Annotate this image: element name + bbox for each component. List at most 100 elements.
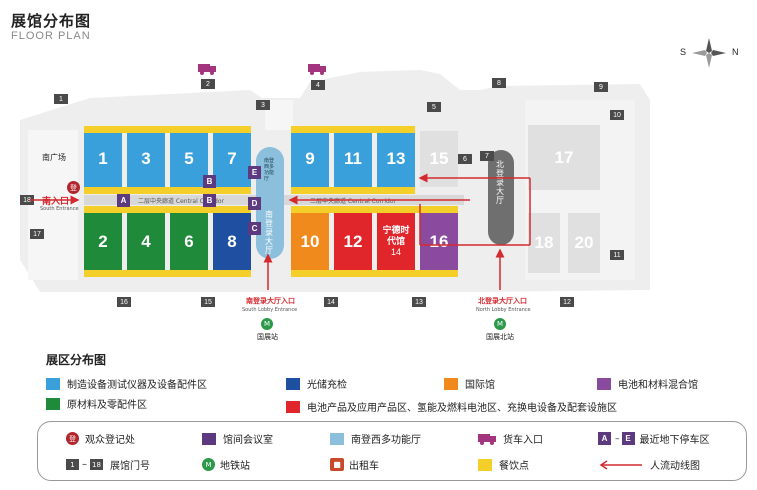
hall-14-name: 宁德时代馆 (382, 225, 410, 246)
hall-18[interactable]: 18 (528, 213, 560, 273)
food-bar-low-east (291, 206, 458, 213)
legend-item-orange: 国际馆 (444, 376, 495, 391)
food-bar-bottom-west (84, 270, 251, 277)
north-lobby-label: 北登录大厅 (496, 160, 504, 205)
gate-12: 12 (560, 297, 574, 307)
legend-item-darkblue: 光储充检 (286, 376, 347, 391)
compass-south: S (680, 47, 687, 57)
gate-10: 10 (610, 110, 624, 120)
food-bar-top-east (291, 126, 415, 133)
compass-rose-icon (692, 38, 726, 68)
parking-e-icon: E (621, 432, 635, 445)
multi-hall-label: 南登西多功能厅 (264, 158, 275, 182)
hall-14[interactable]: 宁德时代馆 14 (377, 213, 415, 270)
hall-16[interactable]: 16 (420, 213, 458, 270)
symbol-legend (37, 421, 747, 481)
key-flow: 人流动线图 (598, 457, 700, 472)
north-lobby-entrance-label[interactable]: 北登录大厅入口 (478, 297, 527, 305)
flow-arrow-icon (599, 459, 642, 470)
legend-item-blue: 制造设备测试仪器及设备配件区 (46, 376, 207, 391)
food-bar-top-west (84, 126, 251, 133)
taxi-icon: ■ (330, 458, 344, 471)
food-bar-low-west (84, 206, 251, 213)
key-register: 登 观众登记处 (66, 431, 135, 446)
gate-18: 18 (20, 195, 34, 205)
key-multi-hall: 南登西多功能厅 (330, 431, 421, 446)
hall-8[interactable]: 8 (213, 213, 251, 270)
gate-icon-start: 1 (66, 459, 79, 470)
gate-3: 3 (256, 100, 270, 110)
hall-10[interactable]: 10 (291, 213, 329, 270)
key-meeting: 馆间会议室 (202, 431, 273, 446)
hall-2[interactable]: 2 (84, 213, 122, 270)
register-icon: 登 (66, 432, 79, 445)
compass: S N (680, 38, 740, 68)
south-square-label: 南广场 (42, 153, 66, 162)
multi-hall-icon (330, 432, 344, 445)
key-gate: 1 – 18 展馆门号 (66, 457, 150, 472)
south-entrance-en: South Entrance (40, 206, 79, 212)
gate-8: 8 (492, 78, 506, 88)
parking-d[interactable]: D (248, 197, 261, 210)
hall-4[interactable]: 4 (127, 213, 165, 270)
corridor-label-east: 二层中央廊道 Central Corridor (310, 198, 396, 205)
metro-south-label: 国展站 (257, 333, 278, 341)
metro-icon-north: M (494, 318, 506, 330)
gate-11: 11 (610, 250, 624, 260)
key-parking: A – E 最近地下停车区 (598, 431, 710, 446)
food-icon (478, 458, 492, 471)
parking-c[interactable]: C (248, 222, 261, 235)
hall-9[interactable]: 9 (291, 131, 329, 187)
hall-13[interactable]: 13 (377, 131, 415, 187)
legend-item-purple: 电池和材料混合馆 (597, 376, 698, 391)
metro-north-label: 国展北站 (486, 333, 514, 341)
gate-17: 17 (30, 229, 44, 239)
gate-6: 6 (458, 154, 472, 164)
hall-12[interactable]: 12 (334, 213, 372, 270)
hall-6[interactable]: 6 (170, 213, 208, 270)
key-truck: 货车入口 (478, 431, 543, 446)
south-lobby-entrance-label[interactable]: 南登录大厅入口 (246, 297, 295, 305)
gate-5: 5 (427, 102, 441, 112)
gate-1: 1 (54, 94, 68, 104)
gate-2: 2 (201, 79, 215, 89)
food-bar-mid-west (84, 187, 251, 194)
hall-11[interactable]: 11 (334, 131, 372, 187)
gate-13: 13 (412, 297, 426, 307)
gate-4: 4 (311, 80, 325, 90)
legend-item-green: 原材料及零配件区 (46, 396, 147, 411)
hall-1[interactable]: 1 (84, 131, 122, 187)
food-bar-bottom-east (291, 270, 458, 277)
meeting-room-icon (202, 432, 216, 445)
parking-b-south[interactable]: B (203, 194, 216, 207)
register-icon-south: 登 (67, 181, 80, 194)
parking-a[interactable]: A (117, 194, 130, 207)
hall-3[interactable]: 3 (127, 131, 165, 187)
metro-icon-south: M (261, 318, 273, 330)
hall-7[interactable]: 7 (213, 131, 251, 187)
hall-17[interactable]: 17 (528, 125, 600, 190)
hall-14-number: 14 (390, 247, 401, 257)
south-lobby-label: 南登录大厅 (265, 210, 273, 255)
truck-icon-1 (198, 64, 216, 75)
key-food: 餐饮点 (478, 457, 529, 472)
truck-icon-2 (308, 64, 326, 75)
parking-e[interactable]: E (248, 166, 261, 179)
truck-icon (478, 433, 496, 445)
key-metro: M 地铁站 (202, 457, 250, 472)
north-lobby[interactable] (488, 150, 514, 245)
compass-north: N (732, 47, 739, 57)
gate-icon-end: 18 (90, 459, 103, 470)
key-taxi: ■ 出租车 (330, 457, 379, 472)
south-entrance-label[interactable]: 南入口 (42, 197, 70, 207)
parking-b-north[interactable]: B (203, 175, 216, 188)
hall-20[interactable]: 20 (568, 213, 600, 273)
north-lobby-entrance-en: North Lobby Entrance (476, 307, 531, 313)
hall-5[interactable]: 5 (170, 131, 208, 187)
gate-16: 16 (117, 297, 131, 307)
gate-15: 15 (201, 297, 215, 307)
gate-14: 14 (324, 297, 338, 307)
legend-item-red: 电池产品及应用产品区、氢能及燃料电池区、充换电设备及配套设施区 (286, 399, 617, 414)
metro-icon: M (202, 458, 215, 471)
flow-arrows (30, 173, 531, 290)
